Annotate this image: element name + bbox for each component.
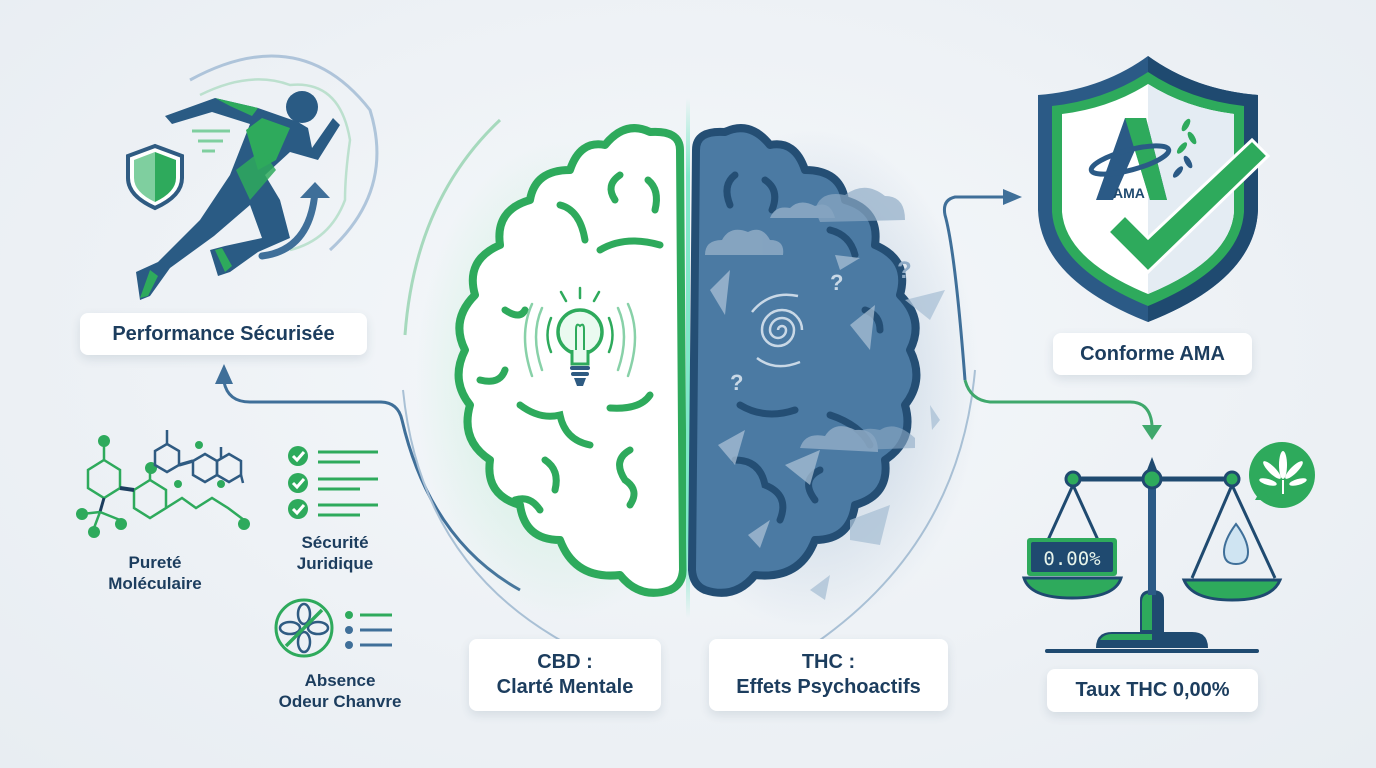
no-odor-label: Absence Odeur Chanvre	[278, 671, 402, 712]
scale-display: 0.00%	[1043, 548, 1101, 570]
thc-brain-half: ? ? ?	[688, 124, 945, 600]
ama-compliance-label: Conforme AMA	[1053, 333, 1252, 375]
svg-text:?: ?	[830, 270, 843, 295]
spiral-icon	[751, 293, 804, 368]
small-shield-icon	[126, 143, 184, 211]
fog-clouds	[705, 187, 915, 452]
cbd-label: CBD : Clarté Mentale	[469, 639, 661, 711]
lightbulb-icon	[523, 286, 637, 386]
performance-label: Performance Sécurisée	[80, 313, 367, 355]
molecule-secondary	[153, 430, 245, 484]
shards	[710, 255, 945, 600]
question-marks: ? ?	[730, 270, 843, 395]
ama-shield-icon: AMA	[1038, 56, 1271, 322]
legal-security-label: Sécurité Juridique	[296, 533, 374, 574]
scale-icon: 0.00%	[1021, 442, 1315, 653]
brain-divider	[686, 98, 690, 618]
cannabis-leaf-bubble-icon	[1249, 442, 1315, 508]
svg-text:?: ?	[897, 257, 912, 284]
molecule-atoms	[76, 435, 250, 538]
svg-text:?: ?	[730, 370, 743, 395]
athlete-icon	[126, 54, 379, 300]
purity-label: Pureté Moléculaire	[108, 553, 202, 594]
droplet-icon	[1222, 522, 1250, 566]
thc-rate-label: Taux THC 0,00%	[1047, 669, 1258, 712]
thc-label: THC : Effets Psychoactifs	[709, 639, 948, 711]
svg-text:AMA: AMA	[1113, 185, 1145, 201]
checklist-icon	[288, 446, 378, 519]
cbd-brain-half	[454, 124, 687, 597]
no-odor-icon	[274, 598, 392, 658]
